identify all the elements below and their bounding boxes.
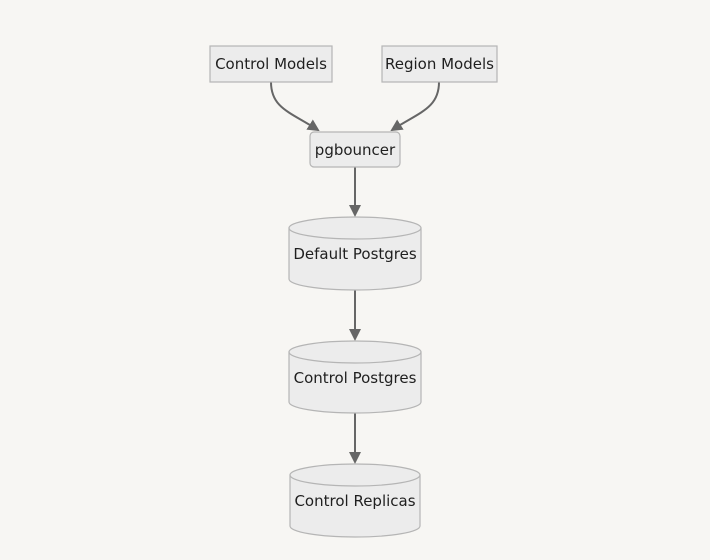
node-pgbouncer[interactable]: pgbouncer — [309, 131, 401, 168]
node-control-models[interactable]: Control Models — [209, 45, 333, 83]
node-region-models-label: Region Models — [385, 55, 494, 73]
node-region-models[interactable]: Region Models — [381, 45, 498, 83]
node-default-postgres-label: Default Postgres — [293, 245, 417, 263]
node-control-postgres[interactable]: Control Postgres — [288, 340, 422, 414]
edge-region-models-to-pgbouncer — [390, 81, 440, 132]
node-control-replicas-label: Control Replicas — [294, 492, 415, 510]
node-control-postgres-label: Control Postgres — [294, 369, 417, 387]
node-control-replicas[interactable]: Control Replicas — [289, 463, 421, 538]
node-default-postgres[interactable]: Default Postgres — [288, 216, 422, 291]
node-control-models-label: Control Models — [215, 55, 327, 73]
edge-control-models-to-pgbouncer — [270, 81, 320, 132]
node-pgbouncer-label: pgbouncer — [315, 141, 396, 159]
